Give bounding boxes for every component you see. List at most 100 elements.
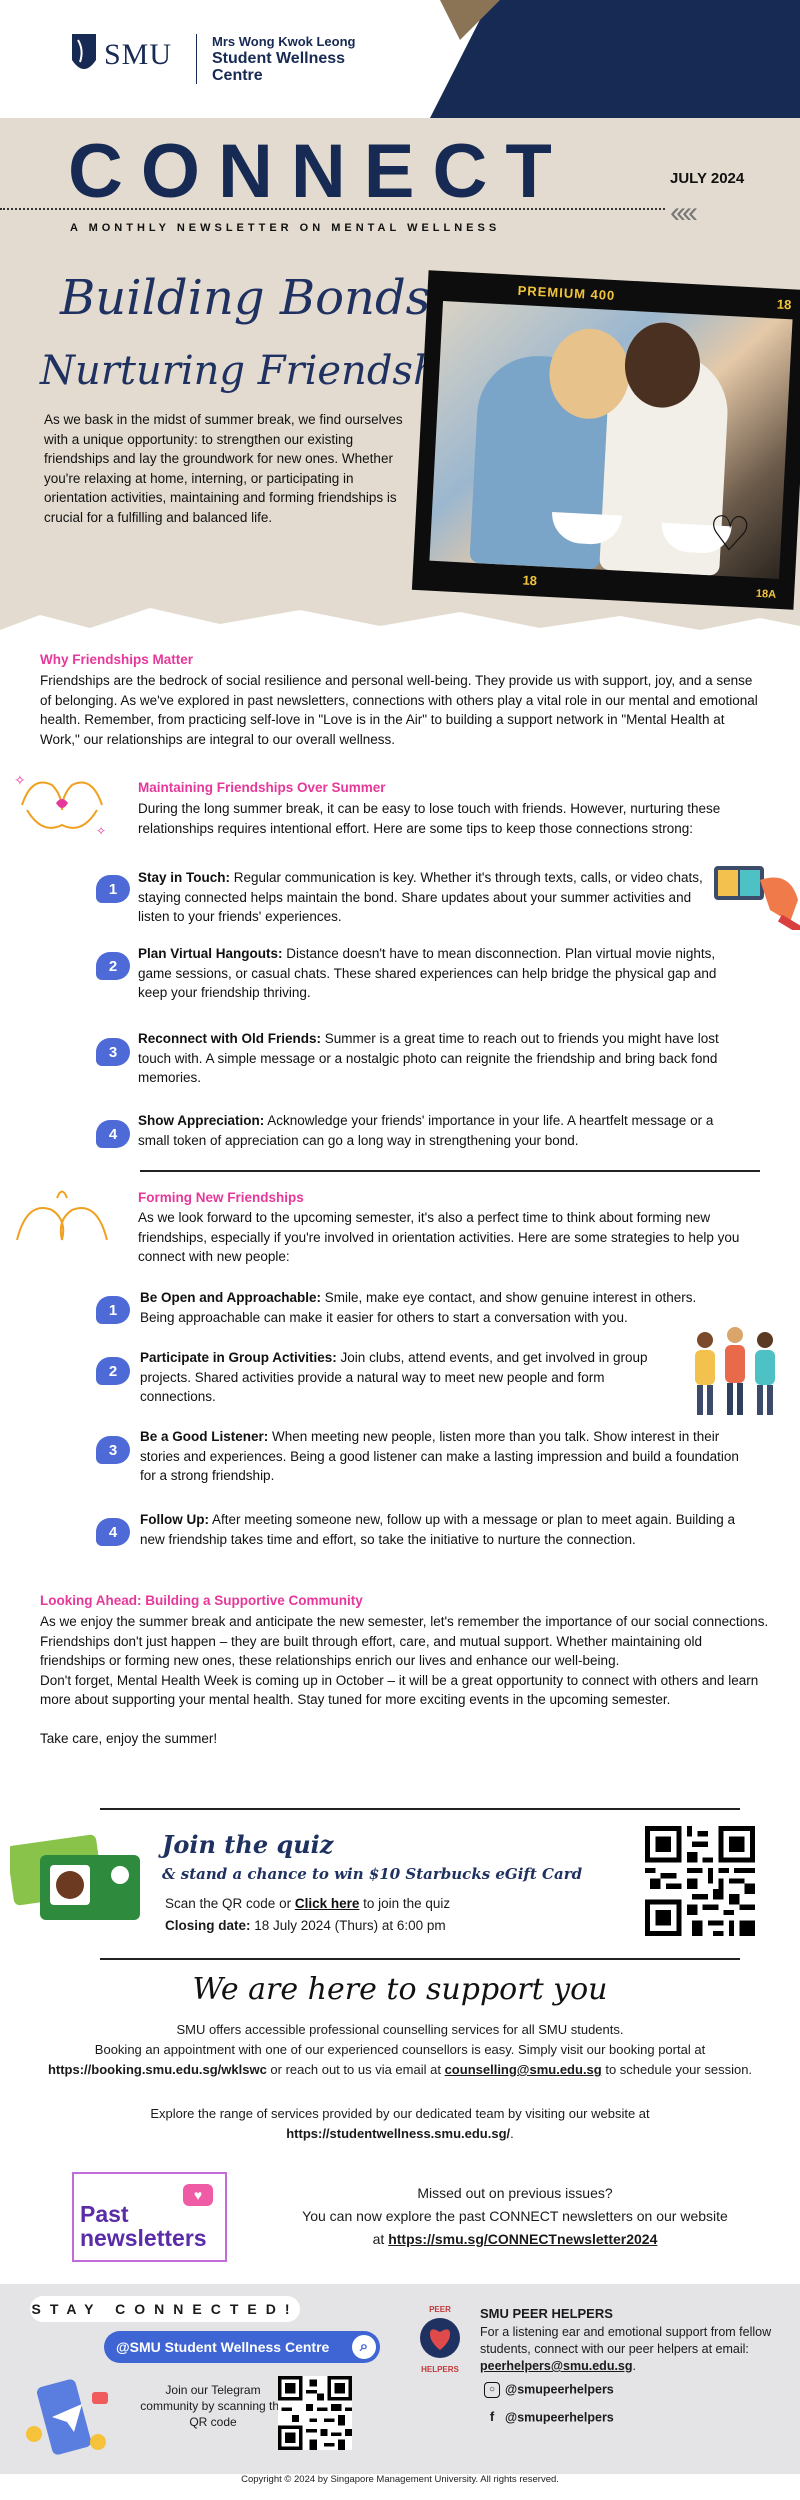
past-newsletters-label: Past newsletters [80, 2201, 207, 2251]
pinky-promise-icon [16, 1190, 108, 1241]
forming-tip-1: Be Open and Approachable: Smile, make ey… [140, 1288, 730, 1327]
quiz-text: Scan the QR code or [165, 1896, 295, 1911]
why-body: Friendships are the bedrock of social re… [40, 673, 758, 747]
logo-subtitle-1: Mrs Wong Kwok Leong [212, 34, 356, 49]
copyright-text: Copyright © 2024 by Singapore Management… [241, 2474, 559, 2485]
tip-number-badge: 1 [96, 875, 130, 903]
tip-text: Summer is a great time to reach out to f… [138, 1031, 719, 1085]
tip-number-badge: 2 [96, 1357, 130, 1385]
booking-link[interactable]: https://booking.smu.edu.sg/wklswc [47, 2062, 267, 2077]
chat-heart-icon: ♥ [183, 2184, 213, 2206]
support-text: or reach out to us via email at [266, 2062, 445, 2077]
starbucks-gift-cards-icon [10, 1834, 140, 1920]
past-line-1: Missed out on previous issues? [417, 2185, 613, 2201]
heart-doodle-icon: ♡ [706, 507, 753, 563]
past-line-2: You can now explore the past CONNECT new… [302, 2208, 728, 2224]
services-line: Explore the range of services provided b… [150, 2106, 650, 2121]
chevrons-icon: ‹‹‹‹ [670, 196, 698, 229]
quiz-text: to join the quiz [359, 1896, 451, 1911]
instagram-link[interactable]: ○@smupeerhelpers [484, 2382, 614, 2398]
quiz-qr-code[interactable] [645, 1826, 755, 1936]
peer-helpers-email-link[interactable]: peerhelpers@smu.edu.sg [480, 2359, 633, 2373]
maintaining-body: During the long summer break, it can be … [138, 801, 721, 836]
friends-group-icon [695, 1327, 775, 1415]
past-newsletters-badge: ♥ Past newsletters [72, 2172, 227, 2262]
section-divider [100, 1808, 740, 1810]
tip-number-badge: 3 [96, 1038, 130, 1066]
support-line-1: SMU offers accessible professional couns… [176, 2022, 624, 2037]
tip-number-badge: 2 [96, 952, 130, 980]
looking-signoff: Take care, enjoy the summer! [40, 1730, 218, 1746]
newsletter-tagline: A MONTHLY NEWSLETTER ON MENTAL WELLNESS [70, 222, 501, 234]
quiz-link[interactable]: Click here [294, 1896, 360, 1911]
maintain-tip-4: Show Appreciation: Acknowledge your frie… [138, 1111, 748, 1150]
tip-text: Regular communication is key. Whether it… [138, 870, 703, 924]
looking-heading: Looking Ahead: Building a Supportive Com… [40, 1593, 363, 1608]
looking-body: As we enjoy the summer break and anticip… [40, 1612, 770, 1748]
heart-hands-icon: ✧ ✧ [14, 772, 106, 838]
tip-title: Be Open and Approachable: [140, 1290, 322, 1305]
newsletter-title: CONNECT [68, 129, 570, 214]
handle-text: @SMU Student Wellness Centre [116, 2339, 330, 2355]
past-newsletters-text: Missed out on previous issues? You can n… [245, 2182, 785, 2251]
logo-subtitle-2: Student Wellness Centre [212, 50, 346, 84]
tip-text: Smile, make eye contact, and show genuin… [140, 1290, 697, 1325]
tip-title: Participate in Group Activities: [140, 1350, 337, 1365]
tip-title: Plan Virtual Hangouts: [138, 946, 283, 961]
maintaining-heading: Maintaining Friendships Over Summer [138, 780, 386, 795]
counselling-email-link[interactable]: counselling@smu.edu.sg [444, 2062, 602, 2077]
tip-title: Follow Up: [140, 1512, 209, 1527]
telegram-qr-code[interactable] [278, 2376, 352, 2450]
tip-text: Distance doesn't have to mean disconnect… [138, 946, 717, 1000]
friends-hug-photo: ♡ [429, 301, 793, 579]
header-navy-shape [430, 0, 800, 118]
maintain-tip-2: Plan Virtual Hangouts: Distance doesn't … [138, 944, 738, 1003]
looking-paragraph-2: Don't forget, Mental Health Week is comi… [40, 1672, 759, 1708]
instagram-icon: ○ [484, 2382, 500, 2398]
tip-number-badge: 3 [96, 1436, 130, 1464]
past-newsletters-link[interactable]: https://smu.sg/CONNECTnewsletter2024 [388, 2231, 658, 2247]
quiz-instructions: Scan the QR code or Click here to join t… [165, 1896, 450, 1911]
maintain-tip-3: Reconnect with Old Friends: Summer is a … [138, 1029, 748, 1088]
tip-text: Join clubs, attend events, and get invol… [140, 1350, 648, 1404]
film-photo-frame: PREMIUM 400 18 ♡ 18 18A [411, 270, 800, 610]
quiz-closing: Closing date: 18 July 2024 (Thurs) at 6:… [165, 1918, 446, 1933]
film-number-top: 18 [776, 296, 792, 313]
video-call-phone-icon [714, 866, 800, 930]
tip-number-badge: 4 [96, 1518, 130, 1546]
telegram-phone-icon [26, 2379, 108, 2455]
film-label-top: PREMIUM 400 [517, 282, 616, 304]
support-text: . [510, 2126, 514, 2141]
tip-text: After meeting someone new, follow up wit… [140, 1512, 736, 1547]
support-line-2: Booking an appointment with one of our e… [94, 2042, 706, 2057]
support-line-3: https://booking.smu.edu.sg/wklswc or rea… [30, 2060, 770, 2080]
issue-month: JULY 2024 [670, 170, 745, 187]
facebook-link[interactable]: f@smupeerhelpers [484, 2410, 614, 2426]
telegram-instructions: Join our Telegram community by scanning … [140, 2383, 286, 2429]
hero-script-line1: Building Bonds, [60, 270, 446, 326]
forming-tip-3: Be a Good Listener: When meeting new peo… [140, 1427, 740, 1486]
support-body: SMU offers accessible professional couns… [30, 2020, 770, 2080]
stay-connected-label: STAY CONNECTED! [30, 2296, 300, 2322]
smu-shield-icon [72, 34, 96, 69]
tip-number-badge: 1 [96, 1296, 130, 1324]
past-text: at [372, 2231, 389, 2247]
tip-number-badge: 4 [96, 1120, 130, 1148]
wellness-centre-handle[interactable]: @SMU Student Wellness Centre ⌕ [104, 2331, 380, 2363]
tip-title: Show Appreciation: [138, 1113, 265, 1128]
svg-text:✧: ✧ [96, 824, 106, 838]
tip-title: Stay in Touch: [138, 870, 231, 885]
hero-intro: As we bask in the midst of summer break,… [44, 412, 403, 525]
forming-body: As we look forward to the upcoming semes… [138, 1210, 740, 1264]
svg-text:✧: ✧ [14, 772, 26, 788]
wellness-website-link[interactable]: https://studentwellness.smu.edu.sg/ [286, 2126, 511, 2141]
tip-text: When meeting new people, listen more tha… [140, 1429, 739, 1483]
facebook-handle: @smupeerhelpers [505, 2410, 614, 2425]
closing-date: 18 July 2024 (Thurs) at 6:00 pm [250, 1918, 446, 1933]
dotted-divider [0, 208, 665, 210]
smu-logo-text: SMU [104, 38, 173, 71]
support-text: to schedule your session. [601, 2062, 753, 2077]
peer-text: . [632, 2359, 636, 2373]
tip-title: Reconnect with Old Friends: [138, 1031, 322, 1046]
forming-heading: Forming New Friendships [138, 1190, 304, 1205]
